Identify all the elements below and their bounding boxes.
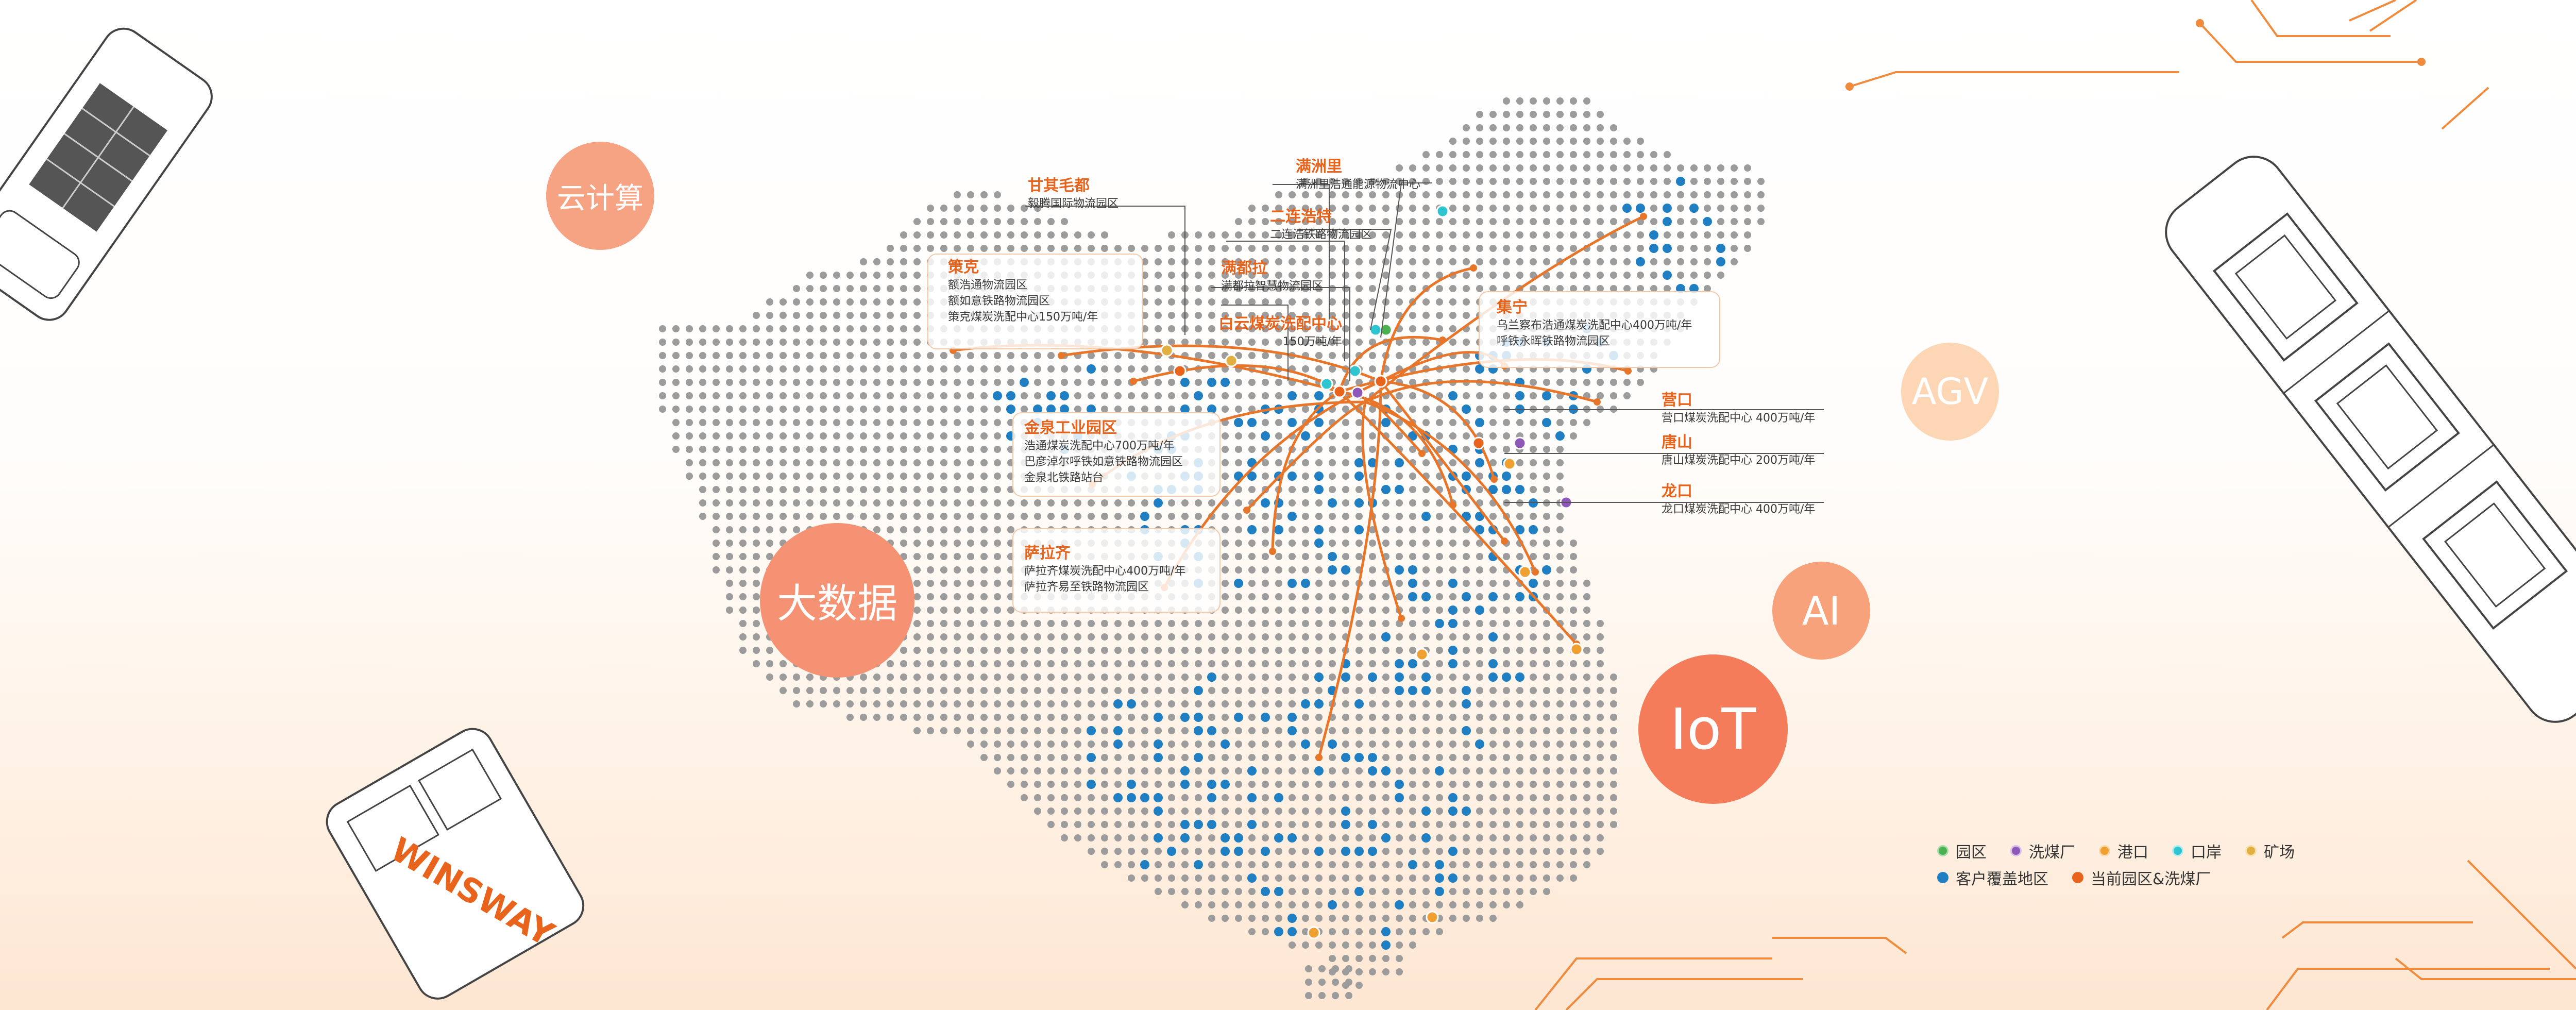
location-baiyun: 白云煤炭洗配中心 150万吨/年	[1198, 314, 1342, 350]
location-detail: 策克煤炭洗配中心150万吨/年	[948, 311, 1098, 324]
legend-item-park: 园区	[1937, 839, 1987, 862]
location-title: 营口	[1662, 391, 1692, 409]
map-legend: 园区 洗煤厂 港口 口岸 矿场 客户覆盖地区 当前园区&洗煤厂	[1937, 837, 2318, 891]
location-detail: 乌兰察布浩通煤炭洗配中心400万吨/年	[1497, 319, 1692, 332]
legend-label: 当前园区&洗煤厂	[2091, 870, 2211, 888]
location-salaqi: 萨拉齐 萨拉齐煤炭洗配中心400万吨/年 萨拉齐易至铁路物流园区	[1024, 544, 1185, 595]
legend-label: 口岸	[2191, 844, 2222, 862]
location-title: 满都拉	[1221, 259, 1267, 277]
train-illustration-right	[2165, 156, 2576, 723]
location-title: 白云煤炭洗配中心	[1218, 315, 1342, 333]
location-jinquan: 金泉工业园区 浩通煤炭洗配中心700万吨/年 巴彦淖尔呼铁如意铁路物流园区 金泉…	[1024, 418, 1183, 486]
coverage-icon	[1937, 872, 1948, 883]
location-manzhouli: 满洲里 满洲里浩通能源物流中心	[1296, 157, 1420, 193]
location-detail: 萨拉齐煤炭洗配中心400万吨/年	[1024, 565, 1186, 578]
location-title: 唐山	[1662, 433, 1692, 451]
location-title: 龙口	[1662, 482, 1692, 500]
bigdata-bubble: 大数据	[760, 523, 914, 678]
legend-item-mine: 矿场	[2245, 839, 2295, 862]
ai-bubble: AI	[1772, 562, 1870, 660]
location-ceke: 策克 额浩通物流园区 额如意铁路物流园区 策克煤炭洗配中心150万吨/年	[948, 258, 1098, 325]
legend-item-border: 口岸	[2172, 839, 2222, 862]
circuit-lines-top-right	[1849, 0, 2489, 130]
legend-item-washery: 洗煤厂	[2010, 839, 2075, 862]
location-title: 集宁	[1497, 298, 1528, 316]
callout-box-salaqi	[1012, 528, 1221, 613]
location-detail: 满洲里浩通能源物流中心	[1296, 178, 1421, 191]
border-port-icon	[2172, 845, 2183, 856]
location-yingkou: 营口 营口煤炭洗配中心 400万吨/年	[1662, 391, 1815, 426]
callout-box-ceke	[927, 254, 1143, 349]
location-longkou: 龙口 龙口煤炭洗配中心 400万吨/年	[1662, 482, 1815, 517]
legend-row-2: 客户覆盖地区 当前园区&洗煤厂	[1937, 864, 2318, 891]
location-detail: 营口煤炭洗配中心 400万吨/年	[1662, 412, 1816, 425]
location-detail: 巴彦淖尔呼铁如意铁路物流园区	[1024, 456, 1183, 468]
circuit-lines-bottom	[1534, 860, 2576, 1010]
bigdata-label: 大数据	[776, 581, 897, 627]
location-detail: 毅腾国际物流园区	[1028, 197, 1119, 210]
location-detail: 150万吨/年	[1282, 335, 1342, 348]
legend-label: 洗煤厂	[2029, 844, 2075, 862]
ai-label: AI	[1802, 587, 1841, 634]
legend-item-port: 港口	[2099, 839, 2148, 862]
legend-label: 客户覆盖地区	[1956, 870, 2048, 888]
logistics-routes	[950, 205, 1647, 939]
train-illustration-bottom-left: WINSWAY	[326, 728, 585, 1000]
park-icon	[1937, 845, 1948, 856]
location-title: 二连浩特	[1270, 208, 1332, 226]
port-icon	[2099, 845, 2110, 856]
legend-label: 矿场	[2264, 844, 2295, 862]
location-detail: 龙口煤炭洗配中心 400万吨/年	[1662, 503, 1816, 516]
location-title: 甘其毛都	[1028, 177, 1090, 195]
location-detail: 唐山煤炭洗配中心 200万吨/年	[1662, 454, 1816, 467]
train-illustration-top-left	[0, 27, 213, 321]
location-ganqimaodu: 甘其毛都 毅腾国际物流园区	[1028, 176, 1118, 212]
location-detail: 二连浩铁路物流园区	[1270, 228, 1372, 241]
location-title: 满洲里	[1296, 158, 1342, 176]
circuit-lines-top-right-dots	[1845, 19, 2426, 91]
location-title: 策克	[948, 258, 979, 276]
location-detail: 额如意铁路物流园区	[948, 295, 1050, 308]
location-tangshan: 唐山 唐山煤炭洗配中心 200万吨/年	[1662, 433, 1815, 468]
location-mandula: 满都拉 满都拉智慧物流园区	[1221, 259, 1323, 294]
legend-row-1: 园区 洗煤厂 港口 口岸 矿场	[1937, 837, 2318, 864]
legend-item-coverage: 客户覆盖地区	[1937, 866, 2048, 889]
iot-label: IoT	[1670, 696, 1756, 762]
location-erlianhaote: 二连浩特 二连浩铁路物流园区	[1270, 207, 1372, 243]
location-detail: 额浩通物流园区	[948, 279, 1028, 292]
agv-bubble: AGV	[1901, 343, 1999, 441]
location-detail: 呼铁永晖铁路物流园区	[1497, 335, 1611, 348]
cloud-computing-bubble: 云计算	[546, 142, 654, 250]
cloud-computing-label: 云计算	[557, 181, 643, 215]
legend-label: 港口	[2117, 844, 2148, 862]
location-detail: 萨拉齐易至铁路物流园区	[1024, 581, 1149, 594]
washery-icon	[2010, 845, 2022, 856]
legend-item-current: 当前园区&洗煤厂	[2072, 866, 2211, 889]
location-jining: 集宁 乌兰察布浩通煤炭洗配中心400万吨/年 呼铁永晖铁路物流园区	[1497, 298, 1692, 349]
location-title: 萨拉齐	[1024, 544, 1071, 562]
location-detail: 满都拉智慧物流园区	[1221, 280, 1324, 293]
current-site-icon	[2072, 872, 2083, 883]
agv-label: AGV	[1911, 371, 1989, 413]
callout-box-jining	[1479, 291, 1720, 368]
location-detail: 浩通煤炭洗配中心700万吨/年	[1024, 440, 1175, 452]
mine-icon	[2245, 845, 2257, 856]
location-title: 金泉工业园区	[1024, 419, 1117, 437]
iot-bubble: IoT	[1638, 654, 1788, 804]
location-detail: 金泉北铁路站台	[1024, 472, 1104, 484]
legend-label: 园区	[1956, 844, 1987, 862]
callout-box-jinquan	[1012, 412, 1221, 497]
